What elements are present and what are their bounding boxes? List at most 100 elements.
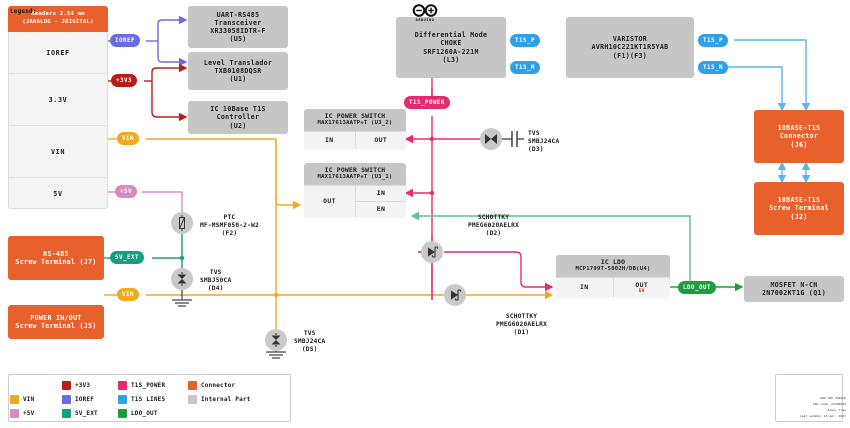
legend-swatch-t1s-lines xyxy=(118,395,127,404)
block-t1s-controller[interactable]: IC 10Base T1S Controller (U2) xyxy=(188,101,288,134)
ptc-f2-line3: (F2) xyxy=(221,230,238,238)
tvs-d4-label: TVS SMBJ50CA (D4) xyxy=(200,269,231,293)
net-pill-t1s-n-right-label: T1S_N xyxy=(703,64,723,71)
power-j5-line2: Screw Terminal (J5) xyxy=(15,322,97,330)
block-ic-power-switch-u3-2[interactable]: IC POWER SWITCH MAX17613AATP+T (U3_2) IN… xyxy=(304,109,406,151)
tvs-symbol-icon xyxy=(265,329,287,351)
net-pill-5v-ext[interactable]: 5V_EXT xyxy=(110,251,144,264)
u3-2-pin-in[interactable]: IN xyxy=(304,130,355,149)
legend-label-vin: VIN xyxy=(23,396,35,403)
headers-title-line1: Headers 2.54 mm xyxy=(31,11,85,18)
net-pill-t1s-n-left[interactable]: T1S_N xyxy=(510,61,540,74)
legend-panel xyxy=(8,374,291,422)
net-pill-t1s-n-right[interactable]: T1S_N xyxy=(698,61,728,74)
power-j5-line1: POWER IN/OUT xyxy=(30,313,82,322)
schottky-d1-label: SCHOTTKY PMEG6020AELRX (D1) xyxy=(496,313,547,337)
block-varistor[interactable]: VARISTOR AVRH10C221KT1R5YAB (F1)(F3) xyxy=(566,17,694,78)
tvs-d3-line2: SMBJ24CA xyxy=(528,138,560,146)
net-pill-3v3[interactable]: +3V3 xyxy=(111,74,137,87)
legend-item-5v-ext: 5V_EXT xyxy=(62,409,98,418)
u4-head-line1: IC LDO xyxy=(600,258,626,266)
block-ic-ldo-u4[interactable]: IC LDO MCP1799T-5002H/DB(U4) IN OUT 5V xyxy=(556,255,670,300)
net-pill-ldo-out[interactable]: LDO_OUT xyxy=(678,281,716,294)
block-rs485-screw-terminal-j7[interactable]: RS-485 Screw Terminal (J7) xyxy=(8,236,104,280)
titleblock-line3: Power Tree xyxy=(827,408,846,412)
rail-row-5v[interactable]: 5V xyxy=(8,178,108,209)
screw-j2-line2: Screw Terminal xyxy=(769,204,829,213)
net-pill-t1s-p-left[interactable]: T1S_P xyxy=(510,34,540,47)
block-uart-rs485-transceiver[interactable]: UART-RS485 Transceiver XR33058IDTR-F (U5… xyxy=(188,6,288,48)
schottky-d1-line2: PMEG6020AELRX xyxy=(496,321,548,329)
net-pill-t1s-power[interactable]: T1S_POWER xyxy=(404,96,450,109)
legend-item-t1s-lines: T1S LINES xyxy=(118,395,165,404)
rail-row-vin[interactable]: VIN xyxy=(8,126,108,178)
u3-1-pin-en[interactable]: EN xyxy=(355,200,406,217)
tvs-d3-line1: TVS xyxy=(528,130,540,137)
u4-pin-out[interactable]: OUT 5V xyxy=(612,276,670,297)
u3-1-pin-out[interactable]: OUT xyxy=(304,184,355,217)
level-translator-line3: (U1) xyxy=(229,75,247,84)
u4-pin-in[interactable]: IN xyxy=(556,276,613,297)
headers-block-title: Headers 2.54 mm (JANALOG - JDIGITAL) xyxy=(8,6,108,32)
legend-item-t1s-power: T1S_POWER xyxy=(118,381,165,390)
net-pill-ioref[interactable]: IOREF xyxy=(110,34,140,47)
ptc-f2-label: PTC MF-MSMF050-2-W2 (F2) xyxy=(200,214,259,238)
legend-swatch-5v xyxy=(10,409,19,418)
rail-row-3v3[interactable]: 3.3V xyxy=(8,74,108,126)
schottky-d1-line3: (D1) xyxy=(513,329,530,337)
legend-label-t1s-lines: T1S LINES xyxy=(131,396,166,403)
block-10base-t1s-connector-j6[interactable]: 10BASE-T1S Connector (J6) xyxy=(754,110,844,163)
net-pill-vin-rail[interactable]: VIN xyxy=(117,132,139,145)
net-pill-5v[interactable]: +5V xyxy=(115,185,137,198)
rail-label-3v3: 3.3V xyxy=(48,95,68,104)
net-pill-ioref-label: IOREF xyxy=(115,37,135,44)
rail-row-ioref[interactable]: IOREF xyxy=(8,32,108,74)
arduino-infinity-icon xyxy=(412,4,438,17)
tvs-d4-line3: (D4) xyxy=(207,285,224,293)
block-10base-t1s-screw-terminal-j2[interactable]: 10BASE-T1S Screw Terminal (J2) xyxy=(754,182,844,235)
level-translator-line2: TXB0108DQSR xyxy=(214,66,262,75)
block-mosfet-n-ch[interactable]: MOSFET N-CH 2N7002KT1G (Q1) xyxy=(744,276,844,302)
schottky-d2-line1: SCHOTTKY xyxy=(477,214,510,221)
tvs-d3-line3: (D3) xyxy=(528,146,544,154)
tvs-d4-line2: SMBJ50CA xyxy=(200,277,232,285)
net-pill-t1s-p-right[interactable]: T1S_P xyxy=(698,34,728,47)
mosfet-line1: MOSFET N-CH xyxy=(770,280,818,289)
legend-label-ldo-out: LDO_OUT xyxy=(131,410,158,417)
legend-item-3v3: +3V3 xyxy=(62,381,90,390)
schottky-d1-line1: SCHOTTKY xyxy=(505,313,538,320)
block-ic-power-switch-u3-1[interactable]: IC POWER SWITCH MAX17613AATP+T (U3_1) OU… xyxy=(304,163,406,219)
arduino-wordmark: ARDUINO xyxy=(415,18,435,22)
mosfet-line2: 2N7002KT1G (Q1) xyxy=(761,289,827,297)
varistor-line2: AVRH10C221KT1R5YAB xyxy=(591,43,669,52)
legend-swatch-3v3 xyxy=(62,381,71,390)
tvs-d5-label: TVS SMBJ24CA (D5) xyxy=(294,330,325,354)
u3-1-head-line1: IC POWER SWITCH xyxy=(324,166,386,174)
legend-item-ioref: IOREF xyxy=(62,395,94,404)
connector-j6-line3: (J6) xyxy=(790,140,808,149)
legend-title: Legend: xyxy=(10,8,37,15)
block-power-in-out-screw-terminal-j5[interactable]: POWER IN/OUT Screw Terminal (J5) xyxy=(8,305,104,339)
net-pill-t1s-n-left-label: T1S_N xyxy=(515,64,535,71)
legend-swatch-ioref xyxy=(62,395,71,404)
u3-2-header: IC POWER SWITCH MAX17613AATP+T (U3_2) xyxy=(304,109,406,131)
net-pill-3v3-label: +3V3 xyxy=(116,77,132,84)
choke-line2: CHOKE xyxy=(440,39,462,48)
u4-pin-in-label: IN xyxy=(580,283,589,292)
block-level-translator[interactable]: Level Translador TXB0108DQSR (U1) xyxy=(188,52,288,90)
u3-2-pin-out[interactable]: OUT xyxy=(354,130,406,149)
u3-2-head-line2: MAX17613AATP+T (U3_2) xyxy=(317,120,393,127)
u3-1-pin-in[interactable]: IN xyxy=(355,184,406,201)
legend-swatch-ldo-out xyxy=(118,409,127,418)
varistor-line1: VARISTOR xyxy=(612,35,648,44)
net-pill-vin-rail-label: VIN xyxy=(122,135,134,142)
net-pill-t1s-power-label: T1S_POWER xyxy=(409,99,445,106)
block-differential-mode-choke[interactable]: Differential Mode CHOKE SRF1260A-221M (L… xyxy=(396,17,506,78)
headers-rail-panel xyxy=(8,6,108,209)
connector-j6-line1: 10BASE-T1S xyxy=(777,124,821,133)
u4-pin-out-voltage: 5V xyxy=(638,288,645,294)
schottky-d2-line3: (D2) xyxy=(485,230,502,238)
net-pill-vin-j5[interactable]: VIN xyxy=(117,288,139,301)
net-pill-5v-ext-label: 5V_EXT xyxy=(115,254,139,261)
schottky-symbol-icon xyxy=(421,241,443,263)
